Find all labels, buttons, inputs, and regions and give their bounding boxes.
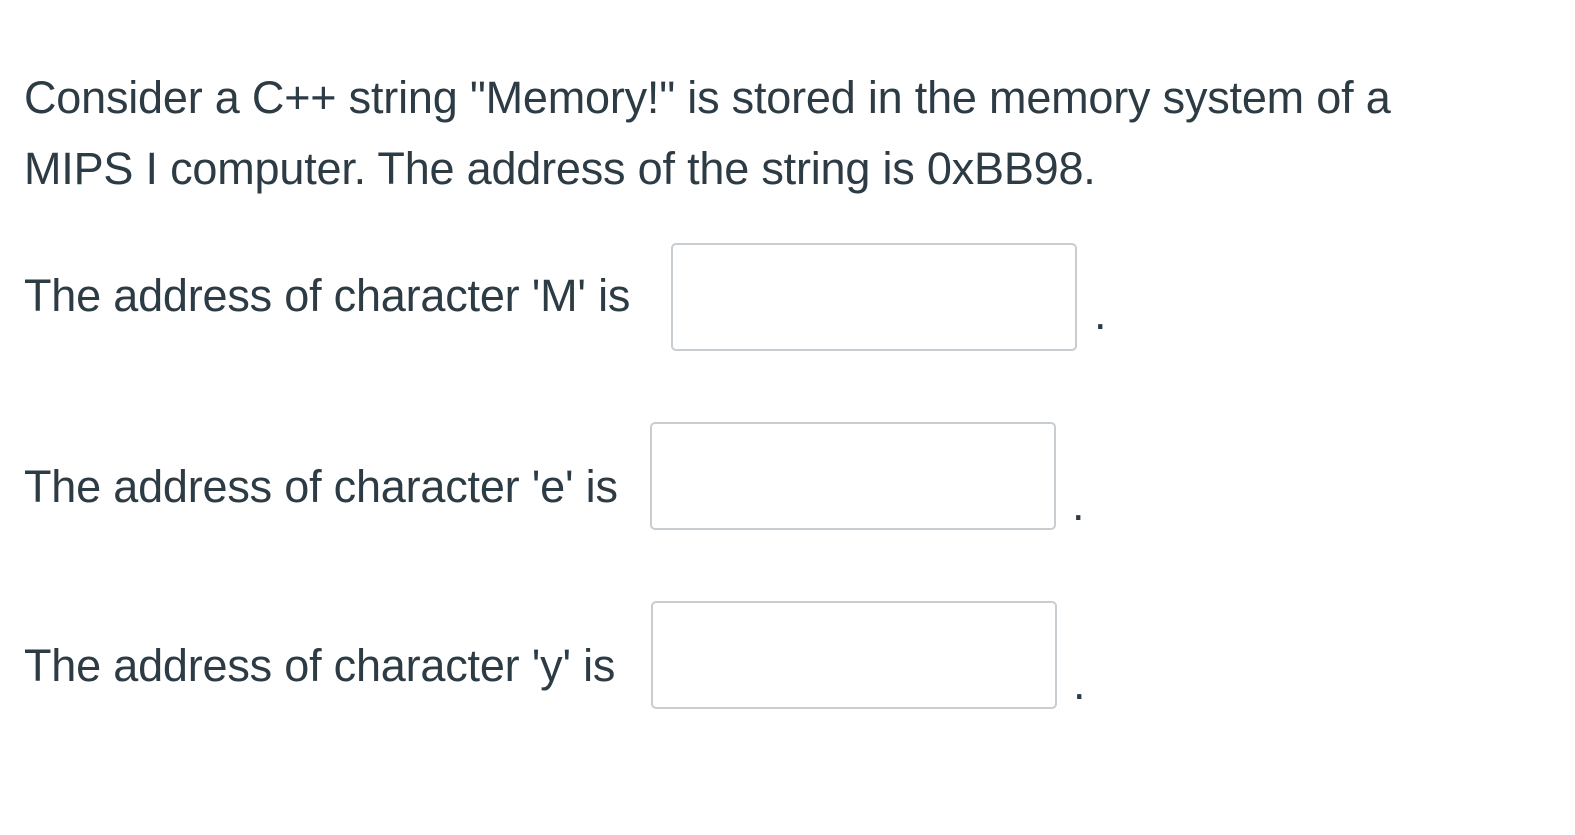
answer-row-m: The address of character 'M' is . — [24, 243, 1224, 355]
answer-label-m: The address of character 'M' is — [24, 270, 631, 321]
answer-input-m[interactable] — [671, 243, 1077, 351]
answer-label-y: The address of character 'y' is — [24, 640, 616, 691]
question-text-line-2: MIPS I computer. The address of the stri… — [24, 143, 1096, 194]
answer-row-y: The address of character 'y' is . — [24, 601, 1224, 713]
period-m: . — [1094, 288, 1107, 339]
answer-input-e[interactable] — [650, 422, 1056, 530]
answer-row-e: The address of character 'e' is . — [24, 422, 1224, 534]
period-y: . — [1073, 658, 1086, 709]
answer-input-y[interactable] — [651, 601, 1057, 709]
question-text: Consider a C++ string "Memory!" is store… — [24, 62, 1544, 204]
question-text-line-1: Consider a C++ string "Memory!" is store… — [24, 72, 1391, 123]
period-e: . — [1072, 479, 1085, 530]
answer-label-e: The address of character 'e' is — [24, 461, 618, 512]
